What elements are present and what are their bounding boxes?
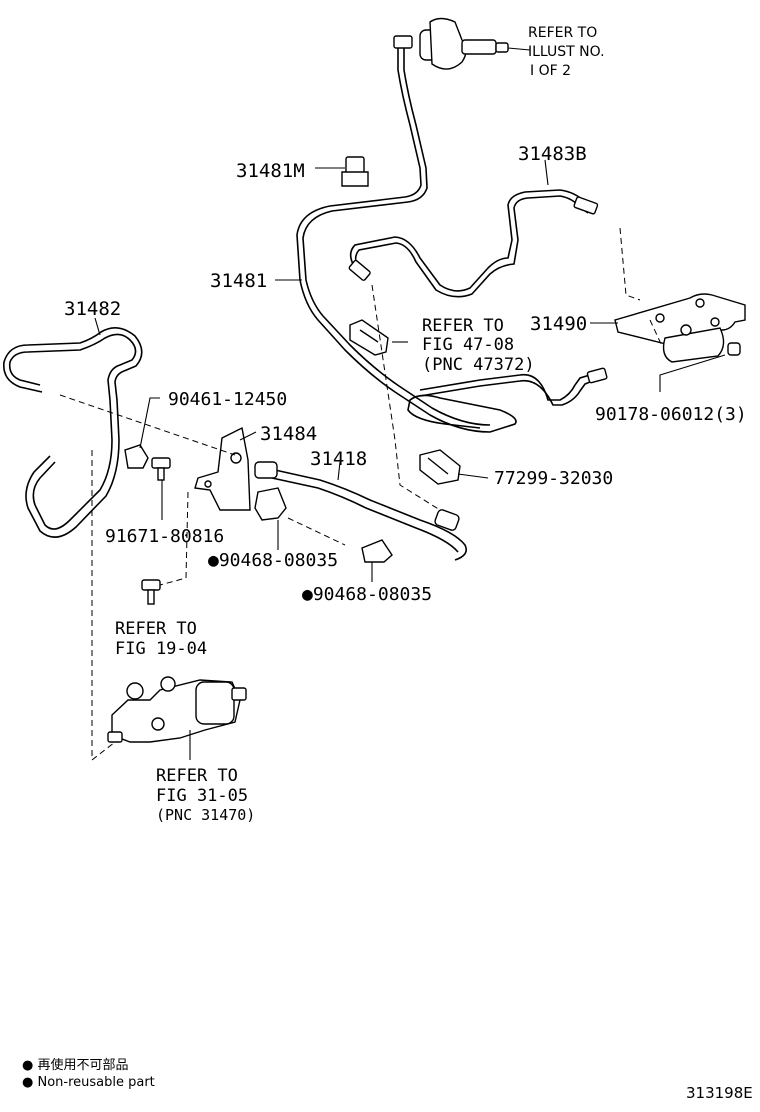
svg-text:FIG 47-08: FIG 47-08	[422, 335, 514, 355]
bracket-31484	[194, 426, 251, 511]
svg-text:REFER TO: REFER TO	[422, 316, 504, 336]
svg-text:(PNC 47372): (PNC 47372)	[422, 355, 535, 375]
svg-text:REFER TO: REFER TO	[528, 25, 597, 41]
clamp-77299	[419, 449, 461, 485]
legend-english: ● Non-reusable part	[22, 1075, 155, 1090]
legend: ● 再使用不可部品 ● Non-reusable part	[22, 1057, 155, 1090]
hose-end-fitting-2	[434, 509, 460, 531]
svg-text:REFER TO: REFER TO	[156, 766, 238, 786]
bolt-91671	[151, 457, 171, 481]
ref-illust-1of2: REFER TO ILLUST NO. I OF 2	[528, 25, 605, 79]
label-31490: 31490	[530, 313, 587, 335]
leader-lines	[94, 47, 726, 760]
svg-text:(PNC 31470): (PNC 31470)	[156, 806, 255, 824]
label-90178-06012: 90178-06012(3)	[595, 404, 747, 425]
svg-text:I OF 2: I OF 2	[530, 63, 571, 79]
union-bracket-31490	[614, 293, 746, 363]
hose-31418	[254, 461, 468, 561]
label-91671-80816: 91671-80816	[105, 526, 224, 547]
clip-90468-a	[254, 487, 287, 521]
figure-id: 313198E	[686, 1084, 753, 1102]
pipe-31483b	[349, 189, 593, 298]
master-cylinder-connector	[393, 17, 509, 70]
ref-fig-31-05: REFER TO FIG 31-05 (PNC 31470)	[156, 766, 255, 824]
svg-text:ILLUST NO.: ILLUST NO.	[528, 44, 605, 60]
label-31481: 31481	[210, 270, 267, 292]
pipe-31481	[296, 45, 601, 433]
svg-text:FIG 31-05: FIG 31-05	[156, 786, 248, 806]
label-90468-08035-a: ●90468-08035	[208, 550, 338, 571]
label-31483b: 31483B	[518, 143, 587, 165]
svg-text:REFER TO: REFER TO	[115, 619, 197, 639]
clamp-47372	[349, 319, 389, 356]
bolt-fig-19-04	[141, 579, 161, 605]
legend-japanese: ● 再使用不可部品	[22, 1057, 128, 1073]
clip-31481m	[341, 156, 369, 187]
label-31482: 31482	[64, 298, 121, 320]
label-31484: 31484	[260, 423, 317, 445]
clamp-90461	[124, 444, 149, 469]
hose-end-fitting	[254, 461, 278, 479]
ref-fig-47-08: REFER TO FIG 47-08 (PNC 47372)	[422, 316, 535, 375]
label-90468-08035-b: ●90468-08035	[302, 584, 432, 605]
svg-text:FIG 19-04: FIG 19-04	[115, 639, 207, 659]
label-31418: 31418	[310, 448, 367, 470]
label-90461-12450: 90461-12450	[168, 389, 287, 410]
label-31481m: 31481M	[236, 160, 305, 182]
union-fitting-31483b	[348, 196, 608, 384]
ref-fig-19-04: REFER TO FIG 19-04	[115, 619, 207, 659]
slave-cylinder	[107, 676, 247, 743]
label-77299-32030: 77299-32030	[494, 468, 613, 489]
pipe-31482	[3, 327, 143, 538]
dashed-guide-lines	[59, 227, 663, 762]
clip-90468-b	[361, 539, 393, 563]
